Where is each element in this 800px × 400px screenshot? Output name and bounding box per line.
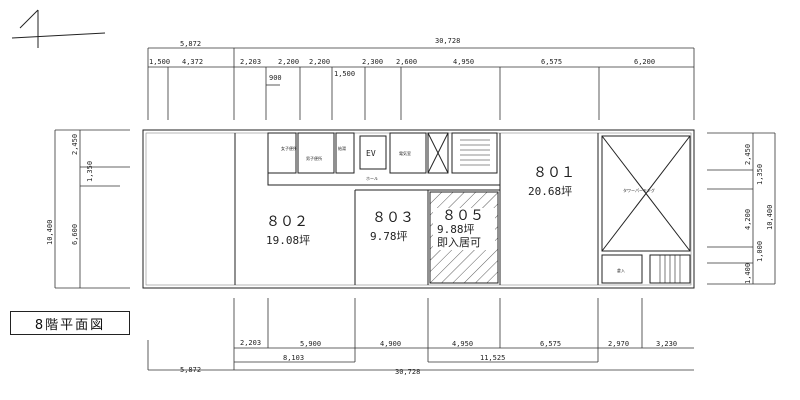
dim-label: 4,372 <box>182 58 203 66</box>
unit-802-number[interactable]: ８０２ <box>266 214 308 230</box>
dim-label: 4,200 <box>744 209 752 230</box>
dim-top-left: 5,872 <box>180 40 201 48</box>
unit-801-number[interactable]: ８０１ <box>533 165 575 181</box>
dim-label: 6,200 <box>634 58 655 66</box>
dim-top-total: 30,728 <box>435 37 460 45</box>
dim-label: 1,000 <box>756 241 764 262</box>
bottom-dimensions <box>147 298 694 371</box>
dim-label: 2,450 <box>71 134 79 155</box>
dim-label: 8,103 <box>283 354 304 362</box>
dim-label: 4,950 <box>452 340 473 348</box>
floor-title: 8階平面図 <box>10 311 130 335</box>
unit-805-note: 即入居可 <box>437 236 481 249</box>
dim-label: 2,450 <box>744 144 752 165</box>
dim-label: 4,900 <box>380 340 401 348</box>
north-arrow-icon <box>11 9 106 48</box>
room-label-elevator: EV <box>366 149 376 158</box>
dim-label: 2,300 <box>362 58 383 66</box>
top-dimensions <box>147 47 695 120</box>
unit-803-number[interactable]: ８０３ <box>372 210 414 226</box>
unit-803-area: 9.78坪 <box>370 230 408 243</box>
room-label-womens-wc: 女子便所 <box>281 145 297 151</box>
dim-label: 6,575 <box>541 58 562 66</box>
unit-805-label-bg <box>433 208 495 250</box>
room-label-electric-room: 電気室 <box>399 150 411 156</box>
room-label-hall: ホール <box>366 176 378 181</box>
dim-label: 11,525 <box>480 354 505 362</box>
unit-805-number[interactable]: ８０５ <box>442 208 484 224</box>
unit-801-area: 20.68坪 <box>528 185 572 198</box>
dim-label: 30,728 <box>395 368 420 376</box>
dim-label: 3,230 <box>656 340 677 348</box>
right-dimensions <box>707 132 776 285</box>
dim-label: 1,350 <box>86 161 94 182</box>
dim-label: 5,872 <box>180 366 201 374</box>
left-dimensions <box>54 129 130 289</box>
dim-label: 6,575 <box>540 340 561 348</box>
dim-label: 900 <box>269 74 282 82</box>
dim-label: 1,400 <box>744 263 752 284</box>
room-label-kitchenette: 給湯 <box>338 145 346 151</box>
room-label-storage: 倉入 <box>617 267 625 273</box>
dim-label: 2,600 <box>396 58 417 66</box>
dim-label: 2,200 <box>278 58 299 66</box>
room-label-tower-parking: タワーパーキング <box>623 187 655 193</box>
unit-805-area: 9.88坪 <box>437 223 475 236</box>
dim-label: 2,970 <box>608 340 629 348</box>
dim-label: 2,203 <box>240 58 261 66</box>
dim-label: 2,200 <box>309 58 330 66</box>
dim-label: 2,203 <box>240 339 261 347</box>
dim-label: 10,400 <box>766 205 774 230</box>
dim-label: 4,950 <box>453 58 474 66</box>
dim-label: 5,900 <box>300 340 321 348</box>
unit-802-area: 19.08坪 <box>266 234 310 247</box>
dim-label: 1,350 <box>756 164 764 185</box>
room-label-mens-wc: 男子便所 <box>306 155 322 161</box>
dim-label: 10,400 <box>46 220 54 245</box>
dim-label: 6,600 <box>71 224 79 245</box>
dim-label: 1,500 <box>334 70 355 78</box>
dim-label: 1,500 <box>149 58 170 66</box>
building-outline <box>142 129 695 289</box>
